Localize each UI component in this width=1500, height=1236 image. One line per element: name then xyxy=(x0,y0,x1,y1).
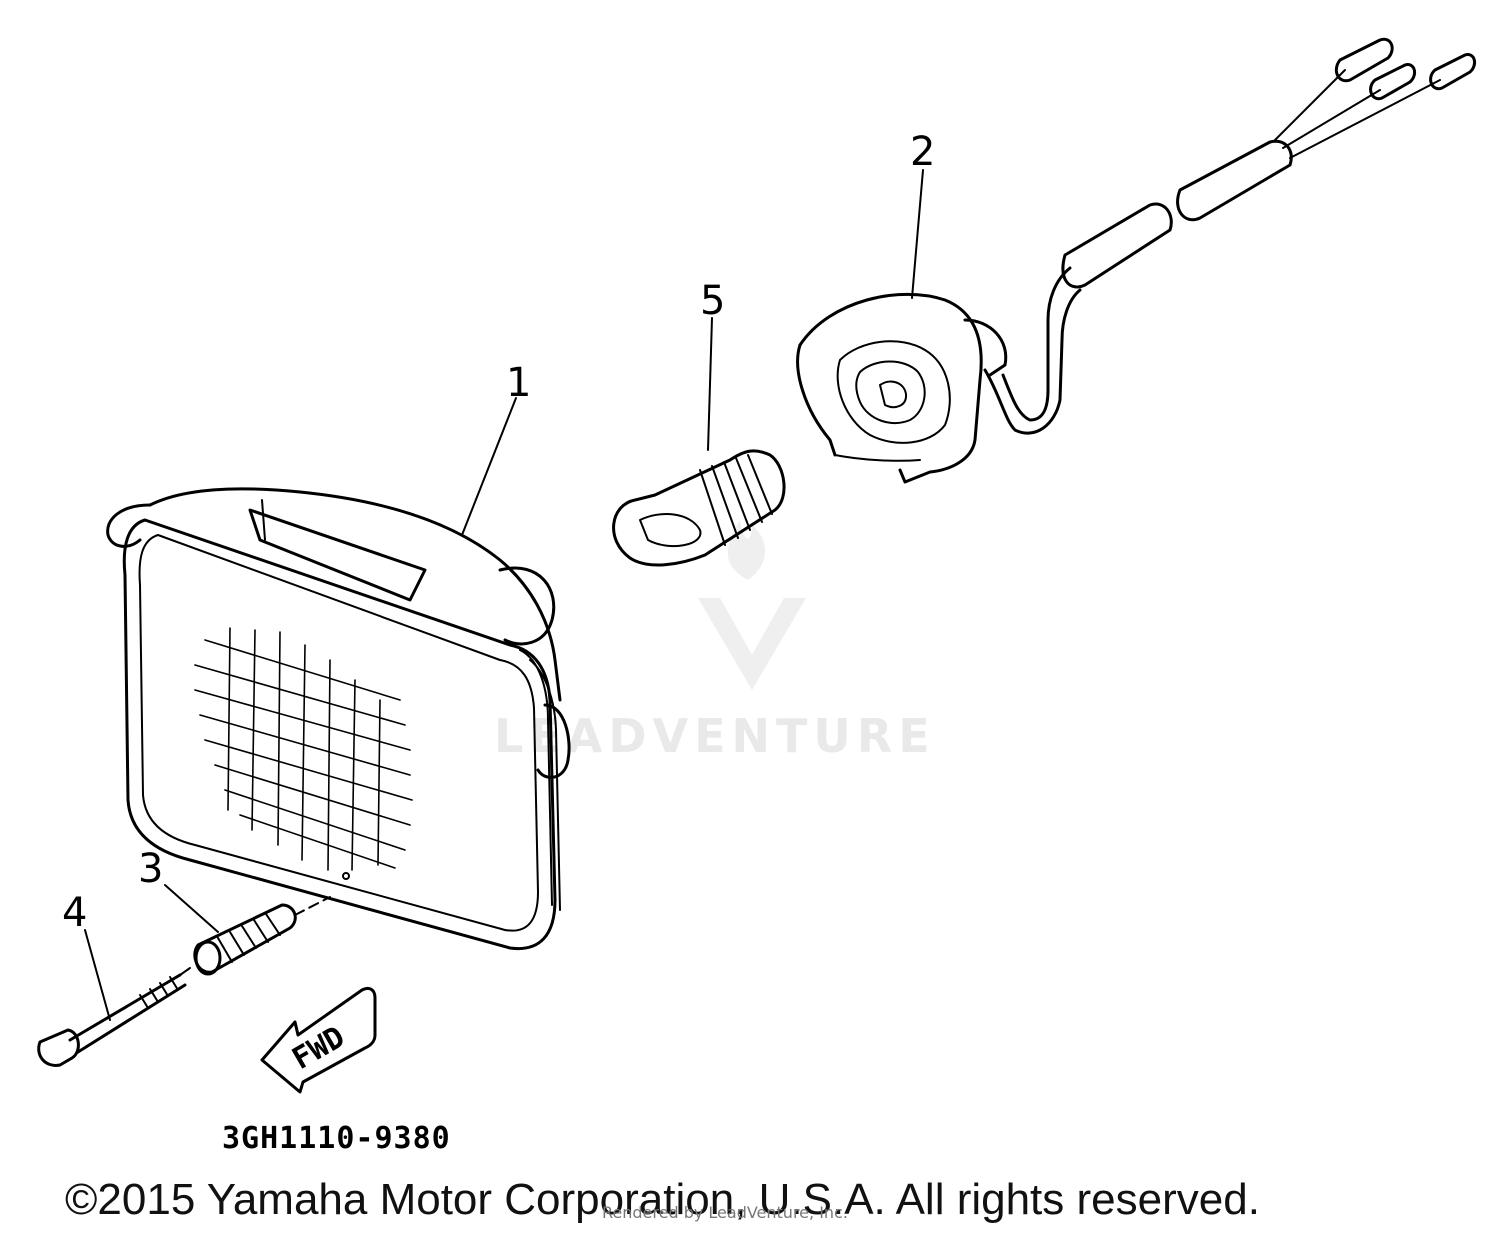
watermark-text: LEADVENTURE xyxy=(494,709,936,763)
socket-harness xyxy=(796,37,1477,484)
diagram-part-number: 3GH1110-9380 xyxy=(222,1121,451,1156)
lens-pattern xyxy=(194,627,413,871)
leader-line-4 xyxy=(84,929,111,1021)
fwd-arrow-icon: FWD xyxy=(260,986,377,1094)
leader-line-1 xyxy=(461,397,517,536)
headlight-assembly xyxy=(106,487,571,951)
leader-line-5 xyxy=(707,317,713,451)
callout-1: 1 xyxy=(506,360,531,406)
screw xyxy=(37,967,191,1067)
callout-3: 3 xyxy=(138,846,163,892)
watermark-logo-icon xyxy=(698,520,806,690)
bulb xyxy=(612,449,786,567)
callout-4: 4 xyxy=(62,890,87,936)
rendered-by-watermark: Rendered by LeadVenture, Inc. xyxy=(602,1203,848,1222)
leader-line-2 xyxy=(911,169,924,299)
callout-2: 2 xyxy=(910,129,935,175)
copyright-notice: ©2015 Yamaha Motor Corporation, U.S.A. A… xyxy=(65,1175,1260,1224)
callout-5: 5 xyxy=(700,278,725,324)
spring-nut xyxy=(193,896,331,976)
leader-line-3 xyxy=(164,884,219,933)
